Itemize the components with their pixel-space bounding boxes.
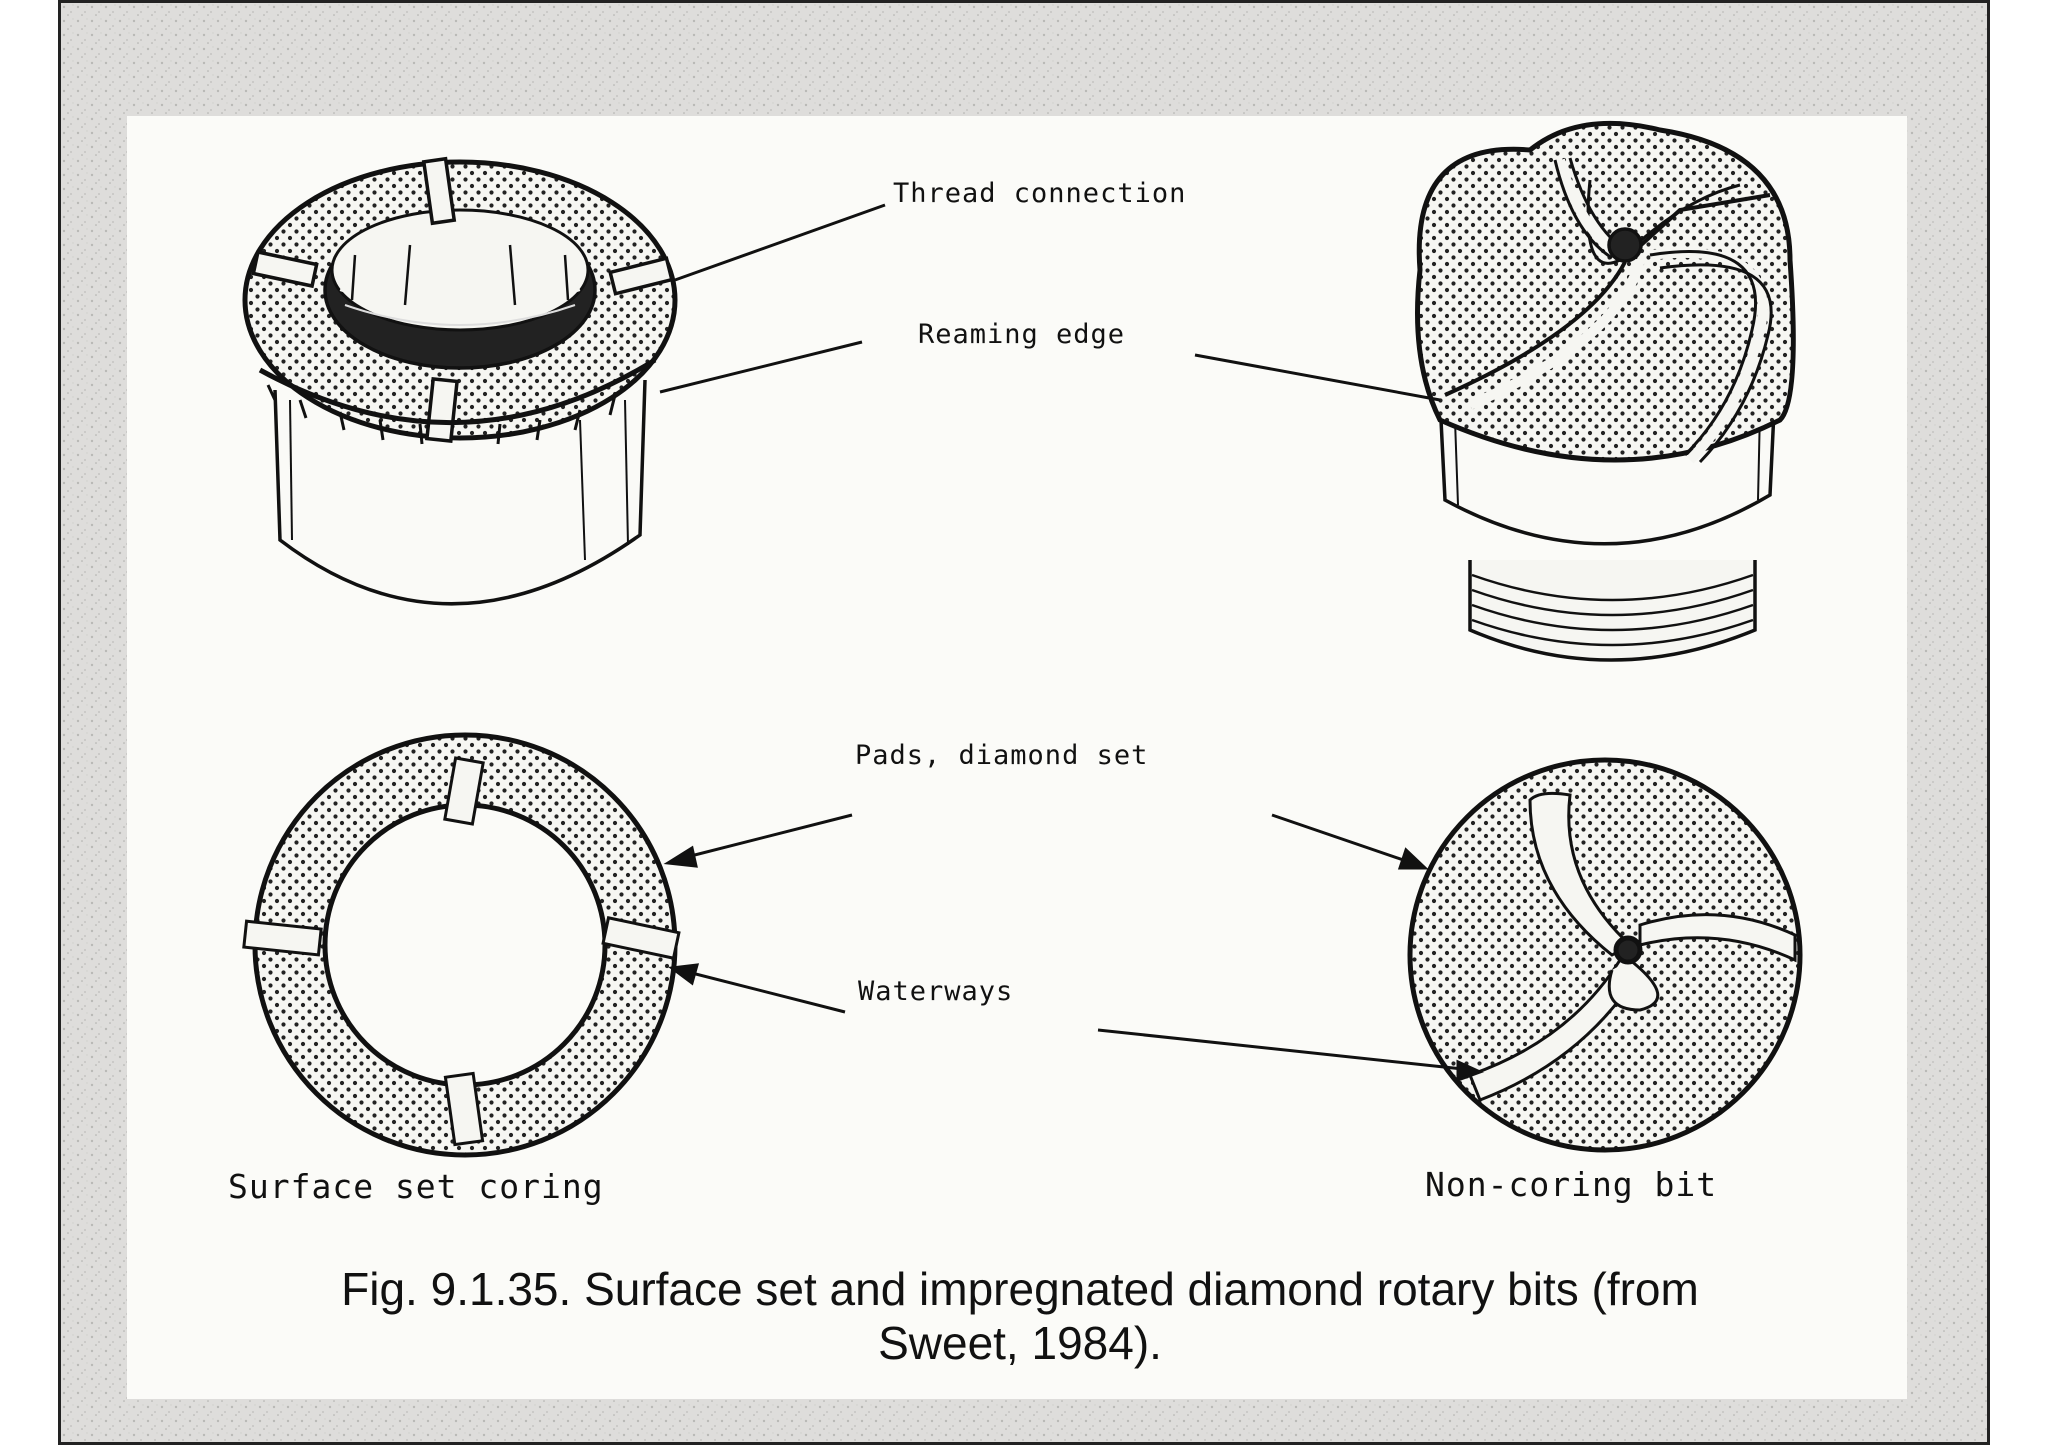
subtitle-surface-set-coring: Surface set coring bbox=[228, 1167, 604, 1206]
figure-caption: Fig. 9.1.35. Surface set and impregnated… bbox=[200, 1262, 1840, 1370]
caption-line-1: Fig. 9.1.35. Surface set and impregnated… bbox=[341, 1263, 1699, 1315]
label-thread-connection: Thread connection bbox=[893, 178, 1187, 209]
coring-bit-perspective bbox=[242, 156, 678, 606]
coring-bit-face bbox=[242, 732, 681, 1158]
label-waterways: Waterways bbox=[858, 976, 1014, 1007]
label-reaming-edge: Reaming edge bbox=[918, 319, 1126, 350]
caption-line-2: Sweet, 1984). bbox=[878, 1317, 1162, 1369]
non-coring-bit-perspective bbox=[1415, 120, 1796, 662]
leader-lines bbox=[659, 203, 1484, 1083]
non-coring-bit-face bbox=[1407, 757, 1803, 1153]
label-pads-diamond-set: Pads, diamond set bbox=[855, 740, 1149, 771]
subtitle-non-coring-bit: Non-coring bit bbox=[1425, 1165, 1718, 1204]
